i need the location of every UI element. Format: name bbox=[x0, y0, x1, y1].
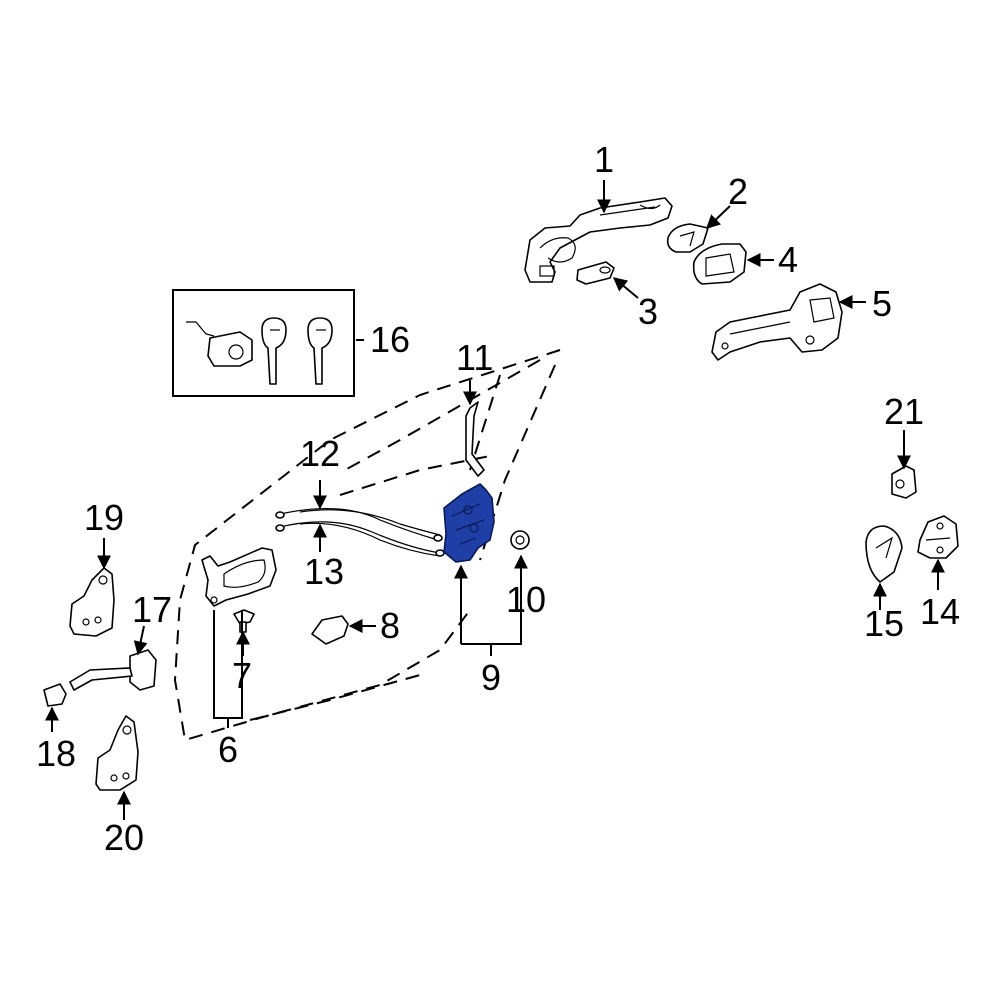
part-18-clip[interactable] bbox=[43, 683, 67, 707]
part-2-handle-cap[interactable] bbox=[666, 223, 709, 253]
part-1-outside-handle-frame[interactable] bbox=[524, 197, 673, 283]
part-12-13-cables[interactable] bbox=[275, 507, 445, 557]
callout-2: 2 bbox=[728, 171, 748, 212]
part-6-inside-handle[interactable] bbox=[201, 547, 277, 607]
callout-6: 6 bbox=[218, 729, 238, 770]
callout-15: 15 bbox=[864, 603, 904, 644]
callout-16: 16 bbox=[370, 319, 410, 360]
part-20-lower-hinge[interactable] bbox=[95, 715, 139, 791]
callout-3: 3 bbox=[638, 291, 658, 332]
part-15-striker-cover[interactable] bbox=[865, 525, 903, 583]
callout-7: 7 bbox=[232, 655, 252, 696]
callout-9: 9 bbox=[481, 657, 501, 698]
callout-13: 13 bbox=[304, 551, 344, 592]
callout-8: 8 bbox=[380, 605, 400, 646]
callout-4: 4 bbox=[778, 239, 798, 280]
part-3-handle-pad[interactable] bbox=[576, 261, 615, 285]
part-11-lock-rod[interactable] bbox=[465, 401, 485, 477]
part-10-grommet[interactable] bbox=[510, 530, 530, 550]
part-21-bolt[interactable] bbox=[891, 465, 917, 499]
door-outline bbox=[173, 349, 561, 742]
callout-14: 14 bbox=[920, 591, 960, 632]
callout-5: 5 bbox=[872, 283, 892, 324]
part-19-upper-hinge[interactable] bbox=[69, 567, 115, 637]
part-9-door-lock-actuator[interactable] bbox=[443, 483, 495, 563]
part-5-handle-bracket[interactable] bbox=[711, 283, 843, 361]
part-8-cover[interactable] bbox=[311, 615, 349, 645]
callout-18: 18 bbox=[36, 733, 76, 774]
callout-10: 10 bbox=[506, 579, 546, 620]
callout-12: 12 bbox=[300, 433, 340, 474]
callout-20: 20 bbox=[104, 817, 144, 858]
part-7-screw[interactable] bbox=[233, 609, 255, 633]
part-17-door-check[interactable] bbox=[69, 649, 157, 691]
callout-17: 17 bbox=[132, 589, 172, 630]
part-4-handle-cover[interactable] bbox=[692, 243, 747, 285]
callout-21: 21 bbox=[884, 391, 924, 432]
callout-1: 1 bbox=[594, 139, 614, 180]
part-16-key-set[interactable] bbox=[172, 289, 355, 397]
leader-lines bbox=[45, 180, 945, 820]
callout-19: 19 bbox=[84, 497, 124, 538]
part-14-striker[interactable] bbox=[917, 515, 959, 559]
callout-labels: 1 2 3 4 5 16 11 12 13 8 7 6 9 10 19 17 1… bbox=[36, 139, 960, 858]
callout-11: 11 bbox=[456, 337, 493, 378]
